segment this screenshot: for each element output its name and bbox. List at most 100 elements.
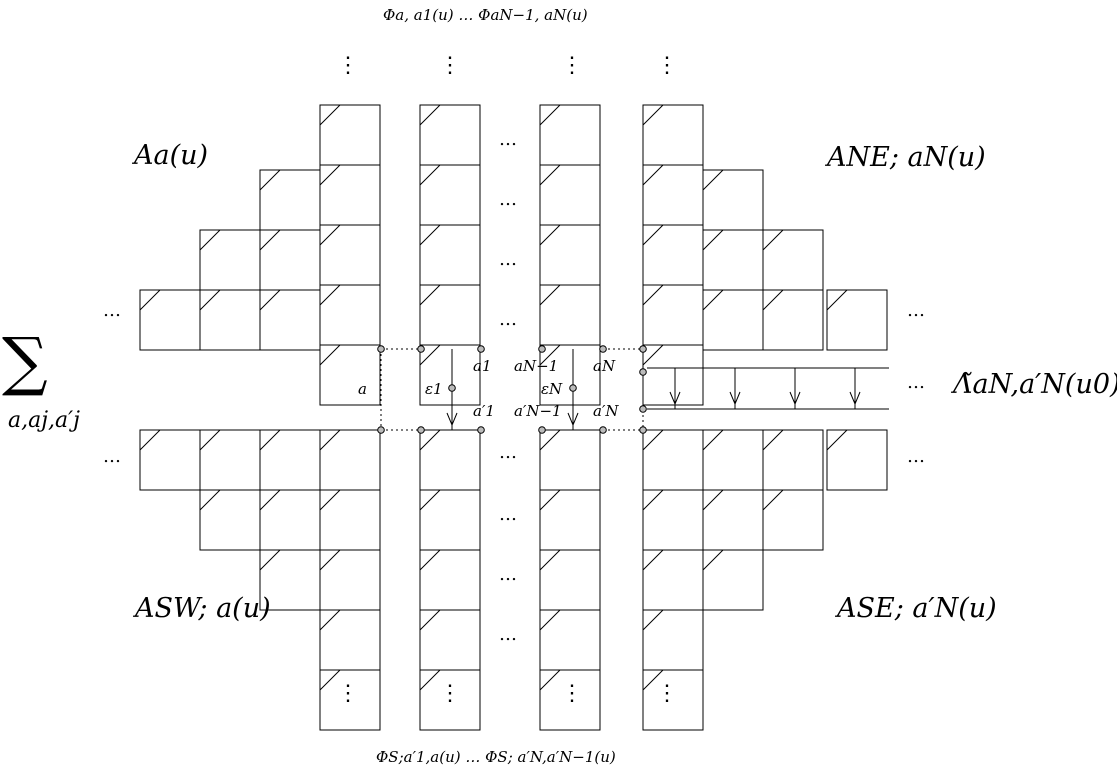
- h-ellipsis: …: [103, 446, 121, 467]
- lattice-cell: [539, 164, 601, 226]
- cell-diagonal: [642, 284, 664, 306]
- label-a1p: a′1: [473, 402, 495, 420]
- v-ellipsis: ⋮: [561, 681, 583, 706]
- lattice-cell: [419, 609, 481, 671]
- cell-diagonal: [539, 224, 561, 246]
- v-ellipsis: ⋮: [337, 681, 359, 706]
- lattice-cell: [539, 489, 601, 551]
- lattice-cell: [319, 609, 381, 671]
- cell-diagonal: [419, 609, 441, 631]
- cell-diagonal: [539, 164, 561, 186]
- lattice-cell: [539, 284, 601, 346]
- lambda-arrowhead: [849, 391, 861, 406]
- cell-diagonal: [762, 289, 784, 311]
- lattice-node: [538, 426, 546, 434]
- h-ellipsis: …: [499, 442, 517, 463]
- cell-diagonal: [642, 549, 664, 571]
- lattice-cell: [702, 229, 764, 291]
- lattice-cell: [642, 164, 704, 226]
- lattice-cell: [642, 549, 704, 611]
- cell-diagonal: [642, 224, 664, 246]
- lattice-cell: [419, 489, 481, 551]
- v-ellipsis: ⋮: [656, 681, 678, 706]
- cell-diagonal: [259, 489, 281, 511]
- lattice-cell: [539, 104, 601, 166]
- lattice-cell: [702, 489, 764, 551]
- lattice-cell: [539, 429, 601, 491]
- ellipsis-marks: …………………………………⋮⋮⋮⋮⋮⋮⋮⋮: [103, 53, 925, 706]
- lattice-cell: [642, 284, 704, 346]
- cell-diagonal: [642, 104, 664, 126]
- lattice-cell: [199, 229, 261, 291]
- cell-diagonal: [539, 549, 561, 571]
- lattice-node: [417, 426, 425, 434]
- cell-diagonal: [199, 429, 221, 451]
- label-eps1: ε1: [425, 380, 443, 398]
- label-a: a: [358, 380, 367, 398]
- lattice-cell: [259, 169, 321, 231]
- cell-diagonal: [259, 429, 281, 451]
- lattice-cell: [419, 549, 481, 611]
- v-ellipsis: ⋮: [439, 681, 461, 706]
- cell-diagonal: [319, 284, 341, 306]
- lattice-nodes: [377, 345, 647, 434]
- lattice-cell: [702, 429, 764, 491]
- cell-diagonal: [702, 549, 724, 571]
- cell-diagonal: [642, 429, 664, 451]
- cell-diagonal: [199, 489, 221, 511]
- lattice-cell: [826, 289, 888, 351]
- lattice-cell: [539, 549, 601, 611]
- label-aN-minus-1: aN−1: [514, 357, 559, 375]
- lattice-node: [417, 345, 425, 353]
- lattice-cell: [139, 289, 201, 351]
- h-ellipsis: …: [103, 300, 121, 321]
- lattice-cell: [419, 669, 481, 731]
- cell-diagonal: [419, 489, 441, 511]
- lattice-node: [569, 384, 577, 392]
- cell-diagonal: [642, 164, 664, 186]
- h-ellipsis: …: [499, 624, 517, 645]
- lattice-cell: [259, 429, 321, 491]
- lattice-cell: [539, 224, 601, 286]
- cell-diagonal: [702, 289, 724, 311]
- cell-diagonal: [539, 284, 561, 306]
- cell-diagonal: [539, 609, 561, 631]
- lattice-cell: [826, 429, 888, 491]
- bottom-phi-label: ΦS;a′1,a(u) … ΦS; a′N,a′N−1(u): [376, 748, 616, 766]
- cell-diagonal: [319, 549, 341, 571]
- cell-diagonal: [419, 224, 441, 246]
- lattice-cell: [319, 104, 381, 166]
- lattice-cell: [319, 284, 381, 346]
- lattice-cell: [419, 104, 481, 166]
- lattice-cell: [642, 489, 704, 551]
- lattice-node: [599, 426, 607, 434]
- cell-diagonal: [762, 489, 784, 511]
- lattice-cell: [539, 609, 601, 671]
- lattice-cell: [319, 164, 381, 226]
- cell-diagonal: [702, 169, 724, 191]
- cell-diagonal: [199, 229, 221, 251]
- cell-diagonal: [419, 669, 441, 691]
- A-SW-label: ASW; a(u): [135, 593, 271, 624]
- lattice-node: [448, 384, 456, 392]
- lambda-arrowhead: [729, 391, 741, 406]
- cell-diagonal: [319, 609, 341, 631]
- cell-diagonal: [259, 229, 281, 251]
- lattice-cell: [419, 164, 481, 226]
- cell-diagonal: [259, 549, 281, 571]
- cell-diagonal: [539, 489, 561, 511]
- lattice-cell: [319, 549, 381, 611]
- lattice-cell: [199, 289, 261, 351]
- label-aN-minus-1p: a′N−1: [514, 402, 562, 420]
- lattice-cell: [419, 224, 481, 286]
- cell-diagonal: [642, 669, 664, 691]
- lattice-cell: [259, 289, 321, 351]
- label-a1: a1: [473, 357, 492, 375]
- h-ellipsis: …: [499, 564, 517, 585]
- cell-diagonal: [826, 289, 848, 311]
- A-NE-label: ANE; aN(u): [827, 142, 986, 173]
- cell-diagonal: [199, 289, 221, 311]
- epsN-arrowhead: [567, 412, 579, 427]
- label-epsN: εN: [541, 380, 563, 398]
- cell-diagonal: [419, 549, 441, 571]
